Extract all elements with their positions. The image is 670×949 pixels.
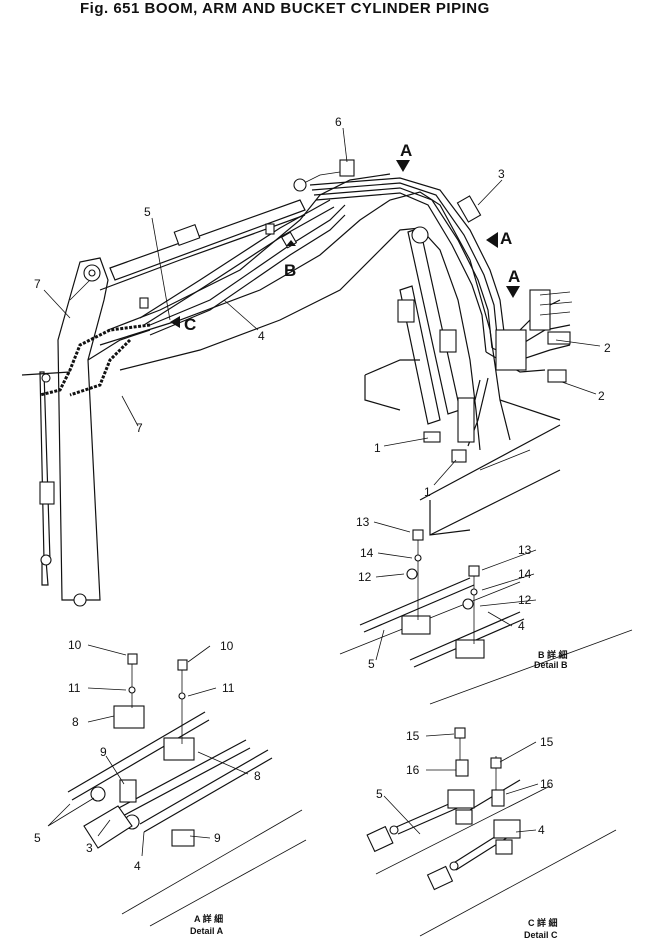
callout-7-lower: 7 xyxy=(136,421,143,435)
detail-b-callout-13-left: 13 xyxy=(356,515,370,529)
callout-2-upper: 2 xyxy=(604,341,611,355)
callout-2-lower: 2 xyxy=(598,389,605,403)
callout-5: 5 xyxy=(144,205,151,219)
detail-b-callout-12-left: 12 xyxy=(358,570,372,584)
detail-c-japanese-label: C 詳 細 xyxy=(528,917,558,928)
detail-b-caption: Detail B xyxy=(534,660,568,670)
detail-a-callout-9-lower: 9 xyxy=(214,831,221,845)
callout-1-lower: 1 xyxy=(424,485,431,499)
leader-lines xyxy=(43,127,601,486)
arm xyxy=(57,257,151,607)
detail-b-japanese-label: B 詳 細 xyxy=(538,649,568,660)
callout-4: 4 xyxy=(258,329,265,343)
callout-A-middle: A xyxy=(500,229,512,248)
callout-A-top: A xyxy=(400,141,412,160)
detail-b-callout-14-left: 14 xyxy=(360,546,374,560)
callout-B: B xyxy=(284,261,296,280)
detail-c-caption: Detail C xyxy=(524,930,558,940)
detail-a-caption: Detail A xyxy=(190,926,224,936)
detail-c-callout-15-right: 15 xyxy=(540,735,554,749)
boom-cylinder xyxy=(397,226,461,425)
detail-a-callout-11-left: 11 xyxy=(68,681,81,695)
detail-a-callout-3: 3 xyxy=(86,841,93,855)
bucket-cylinder xyxy=(21,371,71,586)
callout-C: C xyxy=(184,315,196,334)
detail-b-callout-13-right: 13 xyxy=(518,543,532,557)
callout-3: 3 xyxy=(498,167,505,181)
detail-c: 15 15 16 16 5 4 C 詳 細 Detail C xyxy=(366,727,617,940)
detail-c-callout-15-left: 15 xyxy=(406,729,420,743)
callout-6: 6 xyxy=(335,115,342,129)
view-arrows xyxy=(170,160,520,328)
detail-b-callout-14-right: 14 xyxy=(518,567,532,581)
piping-bundle xyxy=(309,159,573,463)
detail-c-callout-5: 5 xyxy=(376,787,383,801)
detail-a-callout-10-left: 10 xyxy=(68,638,82,652)
detail-b-callout-5: 5 xyxy=(368,657,375,671)
detail-b-callout-12-right: 12 xyxy=(518,593,532,607)
detail-c-callout-4: 4 xyxy=(538,823,545,837)
detail-c-callout-16-right: 16 xyxy=(540,777,554,791)
detail-b: 13 14 12 13 14 12 5 4 B 詳 細 Detail B xyxy=(339,515,633,705)
callout-A-lower: A xyxy=(508,267,520,286)
detail-a-callout-8-right: 8 xyxy=(254,769,261,783)
callout-1-upper: 1 xyxy=(374,441,381,455)
detail-a-callout-9-upper: 9 xyxy=(100,745,107,759)
detail-a-callout-11-right: 11 xyxy=(222,681,235,695)
detail-a-callout-5: 5 xyxy=(34,831,41,845)
detail-a-japanese-label: A 詳 細 xyxy=(194,913,223,924)
detail-a-callout-8-left: 8 xyxy=(72,715,79,729)
upper-structure xyxy=(364,359,561,536)
main-assembly: 6 3 2 2 1 1 5 7 7 4 A A A B C xyxy=(21,115,611,607)
detail-c-callout-16-left: 16 xyxy=(406,763,420,777)
detail-a: 10 10 11 11 8 8 9 9 5 3 4 A 詳 細 Detail A xyxy=(34,638,307,936)
callout-7-upper: 7 xyxy=(34,277,41,291)
detail-a-callout-4: 4 xyxy=(134,859,141,873)
arm-cylinder xyxy=(109,178,307,281)
detail-b-callout-4: 4 xyxy=(518,619,525,633)
detail-a-callout-10-right: 10 xyxy=(220,639,234,653)
figure-title: Fig. 651 BOOM, ARM AND BUCKET CYLINDER P… xyxy=(80,0,490,17)
